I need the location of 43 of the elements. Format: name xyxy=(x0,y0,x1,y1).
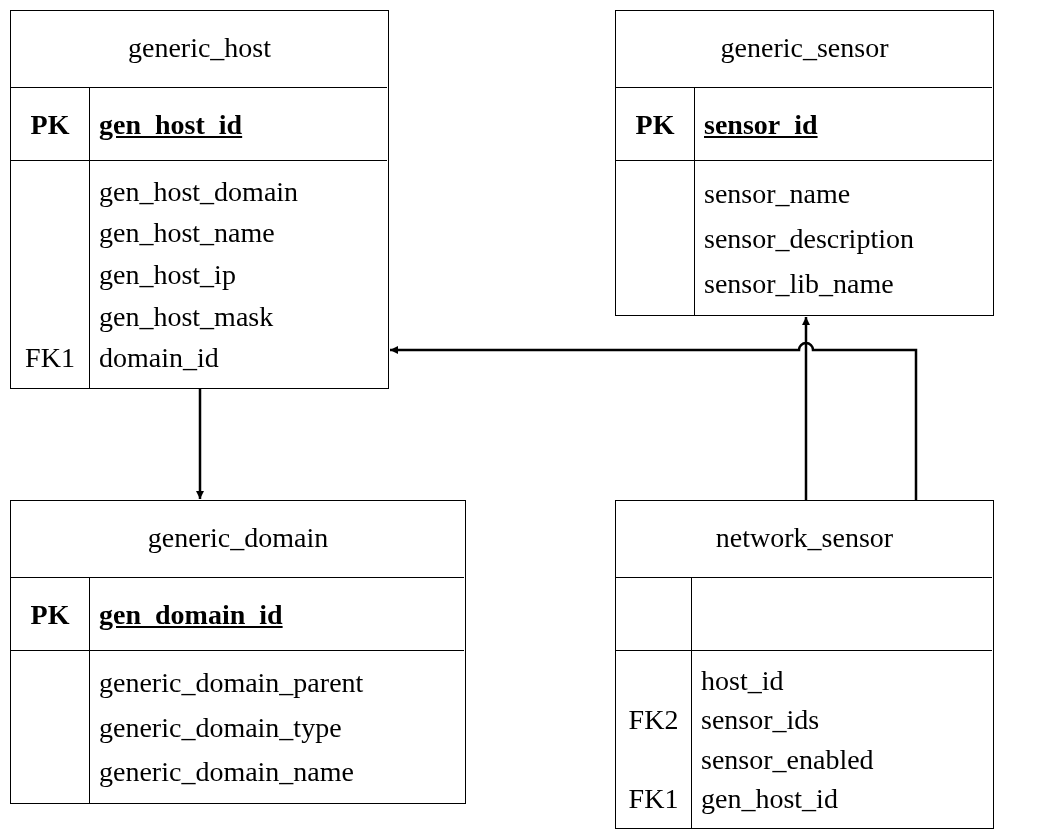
key-label: FK2 xyxy=(627,703,680,738)
table-title: generic_sensor xyxy=(719,31,890,65)
entity-table xyxy=(10,500,466,804)
field-name: gen_host_name xyxy=(99,216,275,251)
attribute-section xyxy=(11,160,387,388)
entity-table xyxy=(615,500,994,829)
table-title: network_sensor xyxy=(714,521,895,555)
field-name: gen_domain_id xyxy=(99,597,283,632)
key-label: PK xyxy=(634,107,676,142)
arrow xyxy=(802,317,810,500)
entity-table xyxy=(615,10,994,316)
field-name: generic_domain_type xyxy=(99,710,342,745)
field-name: gen_host_id xyxy=(99,107,243,142)
primary-key-section xyxy=(11,87,387,160)
arrow xyxy=(196,389,204,499)
field-name: sensor_lib_name xyxy=(704,266,894,301)
table-title: generic_domain xyxy=(146,521,330,555)
field-name: sensor_name xyxy=(704,176,851,211)
field-name: domain_id xyxy=(99,341,219,376)
field-name: sensor_enabled xyxy=(701,742,874,777)
primary-key-section xyxy=(11,577,464,650)
arrow xyxy=(390,342,918,500)
attribute-section xyxy=(616,650,992,828)
field-name: generic_domain_parent xyxy=(99,666,364,701)
primary-key-section xyxy=(616,87,992,160)
field-name: host_id xyxy=(701,663,784,698)
key-label: FK1 xyxy=(627,782,680,817)
attribute-section xyxy=(616,160,992,315)
field-name: gen_host_mask xyxy=(99,299,274,334)
field-name: gen_host_ip xyxy=(99,258,236,292)
field-name: sensor_id xyxy=(704,107,818,142)
key-label: PK xyxy=(29,107,71,142)
key-label: FK1 xyxy=(24,341,76,376)
field-name: sensor_ids xyxy=(701,703,820,738)
key-label: PK xyxy=(29,597,71,632)
entity-table xyxy=(10,10,389,389)
primary-key-section xyxy=(616,577,992,650)
field-name: gen_host_domain xyxy=(99,174,299,209)
field-name: generic_domain_name xyxy=(99,754,354,789)
table-title: generic_host xyxy=(126,31,273,65)
attribute-section xyxy=(11,650,464,803)
field-name: sensor_description xyxy=(704,221,914,256)
field-name: gen_host_id xyxy=(701,782,838,817)
